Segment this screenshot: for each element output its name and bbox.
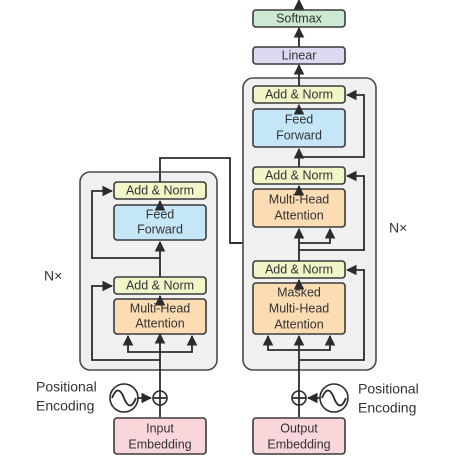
decoder-cross-attention-line2: Attention xyxy=(274,208,323,222)
linear-layer xyxy=(252,46,346,65)
input-embedding-line1: Input xyxy=(146,421,174,435)
decoder-plus-glyph xyxy=(292,391,306,405)
encoder-add-norm-bottom-label: Add & Norm xyxy=(126,278,194,292)
decoder-masked-line3: Attention xyxy=(274,317,323,331)
softmax-label: Softmax xyxy=(276,11,323,25)
decoder-feed-forward-line1: Feed xyxy=(285,112,314,126)
encoder-attn-v-arrow xyxy=(160,334,198,353)
decoder-cross-q-arrow xyxy=(299,227,336,244)
decoder-masked-q-arrow xyxy=(262,334,299,351)
output-embedding-line2: Embedding xyxy=(267,437,330,451)
encoder-plus-glyph xyxy=(153,391,167,405)
encoder-feed-forward-line2: Forward xyxy=(137,222,183,236)
decoder-positional-line2: Encoding xyxy=(358,400,416,416)
decoder-sine-glyph xyxy=(321,389,347,407)
encoder-attention-line1: Multi-Head xyxy=(130,301,190,315)
encoder-residual-2 xyxy=(91,185,160,259)
linear-label: Linear xyxy=(282,48,317,62)
decoder-add-norm-mid-label: Add & Norm xyxy=(265,168,333,182)
decoder-masked-line1: Masked xyxy=(277,285,321,299)
encoder-add-norm-top-label: Add & Norm xyxy=(126,183,194,197)
input-embedding xyxy=(113,417,207,455)
softmax-layer xyxy=(252,9,346,28)
encoder-repeat-label: N× xyxy=(44,268,62,284)
encoder-sine-glyph xyxy=(111,389,137,407)
output-embedding xyxy=(252,417,346,455)
output-embedding-line1: Output xyxy=(280,421,318,435)
encoder-positional-line2: Encoding xyxy=(36,398,94,414)
encoder-residual-1 xyxy=(91,280,160,361)
decoder-residual-1 xyxy=(299,264,365,361)
encoder-attention-line2: Attention xyxy=(135,316,184,330)
decoder-masked-line2: Multi-Head xyxy=(269,301,329,315)
decoder-positional-line1: Positional xyxy=(358,381,419,397)
decoder-add-norm-top-label: Add & Norm xyxy=(265,87,333,101)
encoder-stack xyxy=(79,171,218,371)
decoder-repeat-label: N× xyxy=(389,220,407,236)
decoder-feed-forward-line2: Forward xyxy=(276,128,322,142)
decoder-add-norm-bottom-label: Add & Norm xyxy=(265,262,333,276)
decoder-masked-v-arrow xyxy=(299,334,336,351)
encoder-attn-k-arrow xyxy=(122,334,160,353)
decoder-residual-3 xyxy=(299,89,365,158)
decoder-cross-attention-line1: Multi-Head xyxy=(269,192,329,206)
encoder-feed-forward-line1: Feed xyxy=(146,207,175,221)
decoder-residual-2 xyxy=(299,170,365,251)
encoder-positional-line1: Positional xyxy=(36,379,97,395)
input-embedding-line2: Embedding xyxy=(128,437,191,451)
